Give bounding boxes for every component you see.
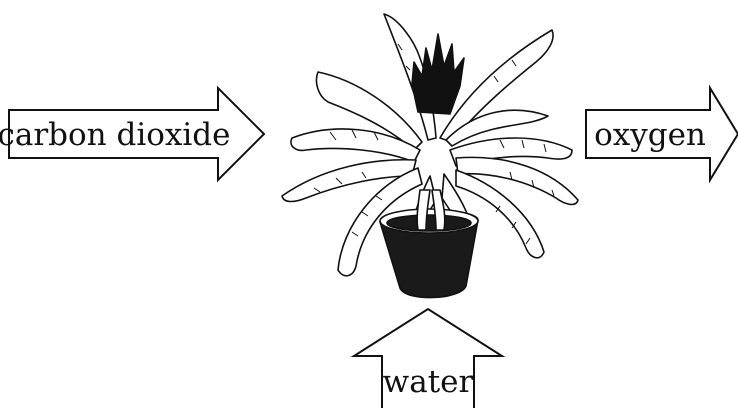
plant-pot-soil xyxy=(387,215,471,231)
oxygen-arrow: oxygen xyxy=(586,88,738,180)
water-arrow: water xyxy=(354,309,502,408)
potted-plant-icon xyxy=(282,14,578,298)
oxygen-label: oxygen xyxy=(594,117,706,153)
carbon-dioxide-arrow: carbon dioxide xyxy=(0,88,264,180)
plant-flower xyxy=(412,34,464,114)
water-label: water xyxy=(383,364,474,400)
carbon-dioxide-label: carbon dioxide xyxy=(0,117,231,153)
